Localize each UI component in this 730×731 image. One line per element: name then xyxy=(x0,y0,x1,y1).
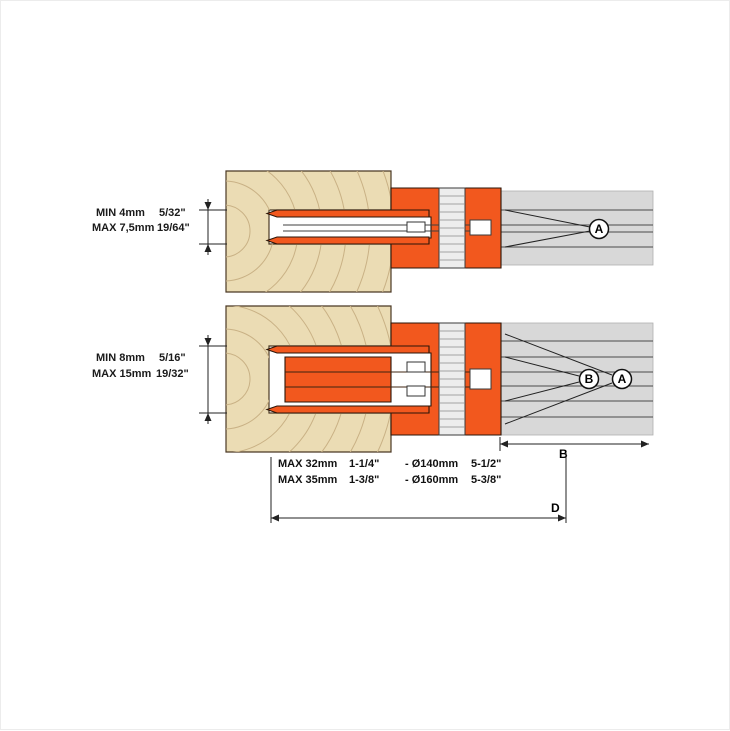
max-width-label-top: MAX 7,5mm xyxy=(92,222,155,234)
dim-arrow-down-top xyxy=(204,202,212,210)
callout-a-leaders-bottom xyxy=(504,333,613,425)
spec-row2-width-in: 1-3/8" xyxy=(349,474,379,486)
max-width-inches-top: 19/64" xyxy=(157,222,190,234)
spec-row2-diameter-mm: - Ø160mm xyxy=(405,474,458,486)
spec-row1-width-in: 1-1/4" xyxy=(349,458,379,470)
callout-a-top-circle xyxy=(588,218,610,240)
spacer-shim-top xyxy=(406,221,426,233)
groove-dimension-bottom xyxy=(199,335,227,424)
callout-a-top-label: A xyxy=(595,222,604,236)
spec-row1-diameter-in: 5-1/2" xyxy=(471,458,501,470)
max-width-inches-bottom: 19/32" xyxy=(156,368,189,380)
min-width-label-top: MIN 4mm xyxy=(96,207,145,219)
hub-bore-bottom xyxy=(469,368,492,390)
cutter-blade-lower-top xyxy=(265,236,430,245)
spacer-stack-lines-bottom xyxy=(439,330,465,428)
overall-dimension-lines xyxy=(270,453,567,523)
upper-cutter-view: A MIN 4mm 5/32" MAX 7,5mm 19/64" xyxy=(92,170,654,293)
spec-row1-diameter-mm: - Ø140mm xyxy=(405,458,458,470)
callout-a-bottom-label: A xyxy=(618,372,627,386)
cutter-blade-upper-top xyxy=(265,209,430,218)
min-width-label-bottom: MIN 8mm xyxy=(96,352,145,364)
overall-dimension-label: D xyxy=(551,501,560,515)
overall-dim-arrow-left xyxy=(271,514,279,522)
callout-a-leaders-top xyxy=(504,209,591,248)
cutter-blade-upper-bottom xyxy=(265,345,430,354)
lower-cutter-view: B A MIN 8mm 5/16" MAX 15mm 19/32" B xyxy=(92,305,654,461)
dim-arrow-up-bottom xyxy=(204,413,212,421)
shaft-dimension-label: B xyxy=(559,447,568,461)
groove-dimension-top xyxy=(199,199,227,255)
spacer-shim-lower-bottom xyxy=(406,385,426,397)
arbor-shaft-top xyxy=(500,190,654,266)
dim-arrow-up-top xyxy=(204,244,212,252)
spec-row2-width-mm: MAX 35mm xyxy=(278,474,338,486)
cutter-middle-section-bottom xyxy=(284,356,392,403)
callout-b-bottom-circle xyxy=(578,368,600,390)
spec-row1-width-mm: MAX 32mm xyxy=(278,458,338,470)
arbor-shaft-lines-top xyxy=(501,209,653,248)
callout-b-bottom-label: B xyxy=(585,372,594,386)
overall-dim-arrow-right xyxy=(558,514,566,522)
dim-arrow-down-bottom xyxy=(204,338,212,346)
min-width-inches-bottom: 5/16" xyxy=(159,352,186,364)
min-width-inches-top: 5/32" xyxy=(159,207,186,219)
max-width-label-bottom: MAX 15mm xyxy=(92,368,152,380)
arbor-shaft-lines-bottom xyxy=(501,340,653,418)
workpiece-bottom xyxy=(225,305,392,453)
cutter-blade-lower-bottom xyxy=(265,405,430,414)
callout-a-bottom-circle xyxy=(611,368,633,390)
spacer-stack-lines-top xyxy=(439,195,465,261)
spacer-shim-upper-bottom xyxy=(406,361,426,373)
shaft-dim-arrow-left xyxy=(500,440,508,448)
specifications: MAX 32mm 1-1/4" - Ø140mm 5-1/2" MAX 35mm… xyxy=(270,453,567,523)
spec-row2-diameter-in: 5-3/8" xyxy=(471,474,501,486)
shaft-dim-arrow-right xyxy=(641,440,649,448)
workpiece-top xyxy=(225,170,392,293)
hub-bore-top xyxy=(469,219,492,236)
shaft-dimension-line xyxy=(499,437,649,451)
callout-b-leaders-bottom xyxy=(504,356,580,402)
